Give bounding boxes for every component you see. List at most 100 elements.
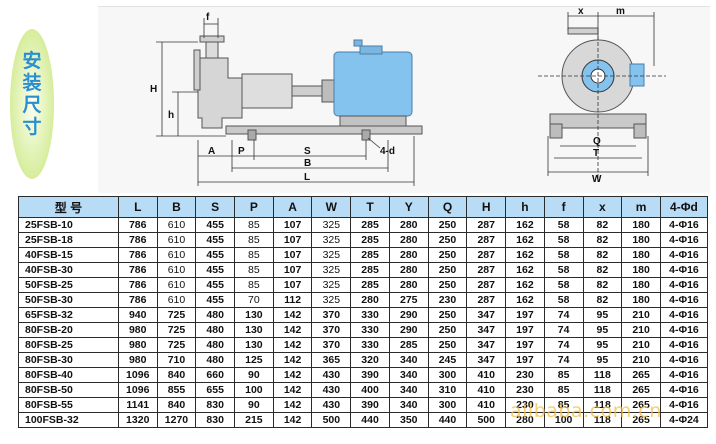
table-cell: 430 bbox=[311, 382, 352, 398]
table-cell: 980 bbox=[117, 352, 158, 368]
table-cell: 95 bbox=[582, 337, 623, 353]
table-cell: 340 bbox=[388, 352, 429, 368]
table-cell: 85 bbox=[234, 247, 274, 263]
table-cell: 58 bbox=[543, 262, 584, 278]
table-cell: 1096 bbox=[117, 382, 158, 398]
table-cell: 142 bbox=[272, 307, 313, 323]
table-cell: 786 bbox=[117, 292, 158, 308]
table-cell: 210 bbox=[621, 307, 661, 323]
side-view bbox=[193, 35, 423, 141]
column-header: x bbox=[582, 196, 623, 218]
table-cell: 95 bbox=[582, 307, 623, 323]
table-cell: 4-Φ16 bbox=[659, 247, 709, 263]
table-cell: 118 bbox=[582, 367, 623, 383]
table-cell: 347 bbox=[466, 352, 507, 368]
model-cell: 80FSB-30 bbox=[18, 352, 119, 368]
table-cell: 280 bbox=[388, 217, 429, 233]
front-foot-right bbox=[633, 123, 647, 139]
table-cell: 4-Φ16 bbox=[659, 352, 709, 368]
badge-title: 安 装 尺 寸 bbox=[9, 50, 55, 138]
table-cell: 285 bbox=[350, 247, 390, 263]
bearing-housing bbox=[241, 73, 293, 109]
table-cell: 162 bbox=[505, 292, 545, 308]
table-cell: 118 bbox=[582, 397, 623, 413]
front-top-flange bbox=[567, 27, 599, 35]
discharge-pipe bbox=[205, 41, 219, 59]
table-cell: 197 bbox=[505, 322, 545, 338]
table-cell: 347 bbox=[466, 337, 507, 353]
table-cell: 82 bbox=[582, 292, 623, 308]
column-header: m bbox=[621, 196, 661, 218]
table-cell: 610 bbox=[156, 277, 197, 293]
table-cell: 440 bbox=[350, 412, 390, 428]
suction-flange bbox=[193, 49, 201, 91]
table-cell: 480 bbox=[195, 337, 236, 353]
table-cell: 830 bbox=[195, 397, 236, 413]
table-cell: 287 bbox=[466, 217, 507, 233]
table-cell: 250 bbox=[427, 307, 468, 323]
table-cell: 107 bbox=[272, 232, 313, 248]
column-header: 型 号 bbox=[18, 196, 119, 218]
table-cell: 455 bbox=[195, 232, 236, 248]
column-header: T bbox=[350, 196, 390, 218]
column-header: W bbox=[311, 196, 352, 218]
base-plate bbox=[225, 125, 423, 135]
table-cell: 610 bbox=[156, 232, 197, 248]
dim-label-A: A bbox=[208, 146, 215, 157]
table-cell: 285 bbox=[350, 232, 390, 248]
table-cell: 725 bbox=[156, 322, 197, 338]
table-cell: 90 bbox=[234, 367, 274, 383]
table-cell: 250 bbox=[427, 217, 468, 233]
model-cell: 100FSB-32 bbox=[18, 412, 119, 428]
table-cell: 4-Φ16 bbox=[659, 322, 709, 338]
table-cell: 162 bbox=[505, 232, 545, 248]
model-cell: 50FSB-25 bbox=[18, 277, 119, 293]
model-cell: 40FSB-15 bbox=[18, 247, 119, 263]
column-header: 4-Φd bbox=[659, 196, 709, 218]
table-cell: 285 bbox=[350, 277, 390, 293]
table-cell: 610 bbox=[156, 217, 197, 233]
table-cell: 440 bbox=[427, 412, 468, 428]
table-cell: 58 bbox=[543, 217, 584, 233]
dim-label-L: L bbox=[304, 172, 310, 183]
table-cell: 4-Φ16 bbox=[659, 382, 709, 398]
outlet-nozzle bbox=[629, 63, 645, 87]
model-cell: 80FSB-40 bbox=[18, 367, 119, 383]
table-cell: 162 bbox=[505, 277, 545, 293]
table-cell: 280 bbox=[388, 232, 429, 248]
table-cell: 330 bbox=[350, 307, 390, 323]
dim-label-B: B bbox=[304, 158, 311, 169]
table-cell: 142 bbox=[272, 397, 313, 413]
dim-label-W: W bbox=[592, 174, 602, 185]
table-cell: 287 bbox=[466, 292, 507, 308]
table-cell: 390 bbox=[350, 367, 390, 383]
table-cell: 85 bbox=[234, 277, 274, 293]
table-cell: 74 bbox=[543, 352, 584, 368]
column-header: B bbox=[156, 196, 197, 218]
table-cell: 287 bbox=[466, 277, 507, 293]
table-cell: 347 bbox=[466, 322, 507, 338]
table-cell: 410 bbox=[466, 382, 507, 398]
table-cell: 410 bbox=[466, 397, 507, 413]
dim-label-T: T bbox=[593, 148, 599, 159]
table-cell: 310 bbox=[427, 382, 468, 398]
coupling bbox=[321, 79, 335, 103]
table-cell: 370 bbox=[311, 337, 352, 353]
table-cell: 125 bbox=[234, 352, 274, 368]
table-cell: 285 bbox=[388, 337, 429, 353]
table-cell: 180 bbox=[621, 247, 661, 263]
table-cell: 786 bbox=[117, 247, 158, 263]
table-cell: 210 bbox=[621, 322, 661, 338]
table-cell: 4-Φ16 bbox=[659, 367, 709, 383]
table-cell: 786 bbox=[117, 277, 158, 293]
dim-label-Q: Q bbox=[593, 136, 601, 147]
model-cell: 80FSB-55 bbox=[18, 397, 119, 413]
table-cell: 130 bbox=[234, 307, 274, 323]
table-cell: 197 bbox=[505, 352, 545, 368]
table-cell: 455 bbox=[195, 292, 236, 308]
table-cell: 830 bbox=[195, 412, 236, 428]
front-dimensions bbox=[538, 12, 666, 182]
